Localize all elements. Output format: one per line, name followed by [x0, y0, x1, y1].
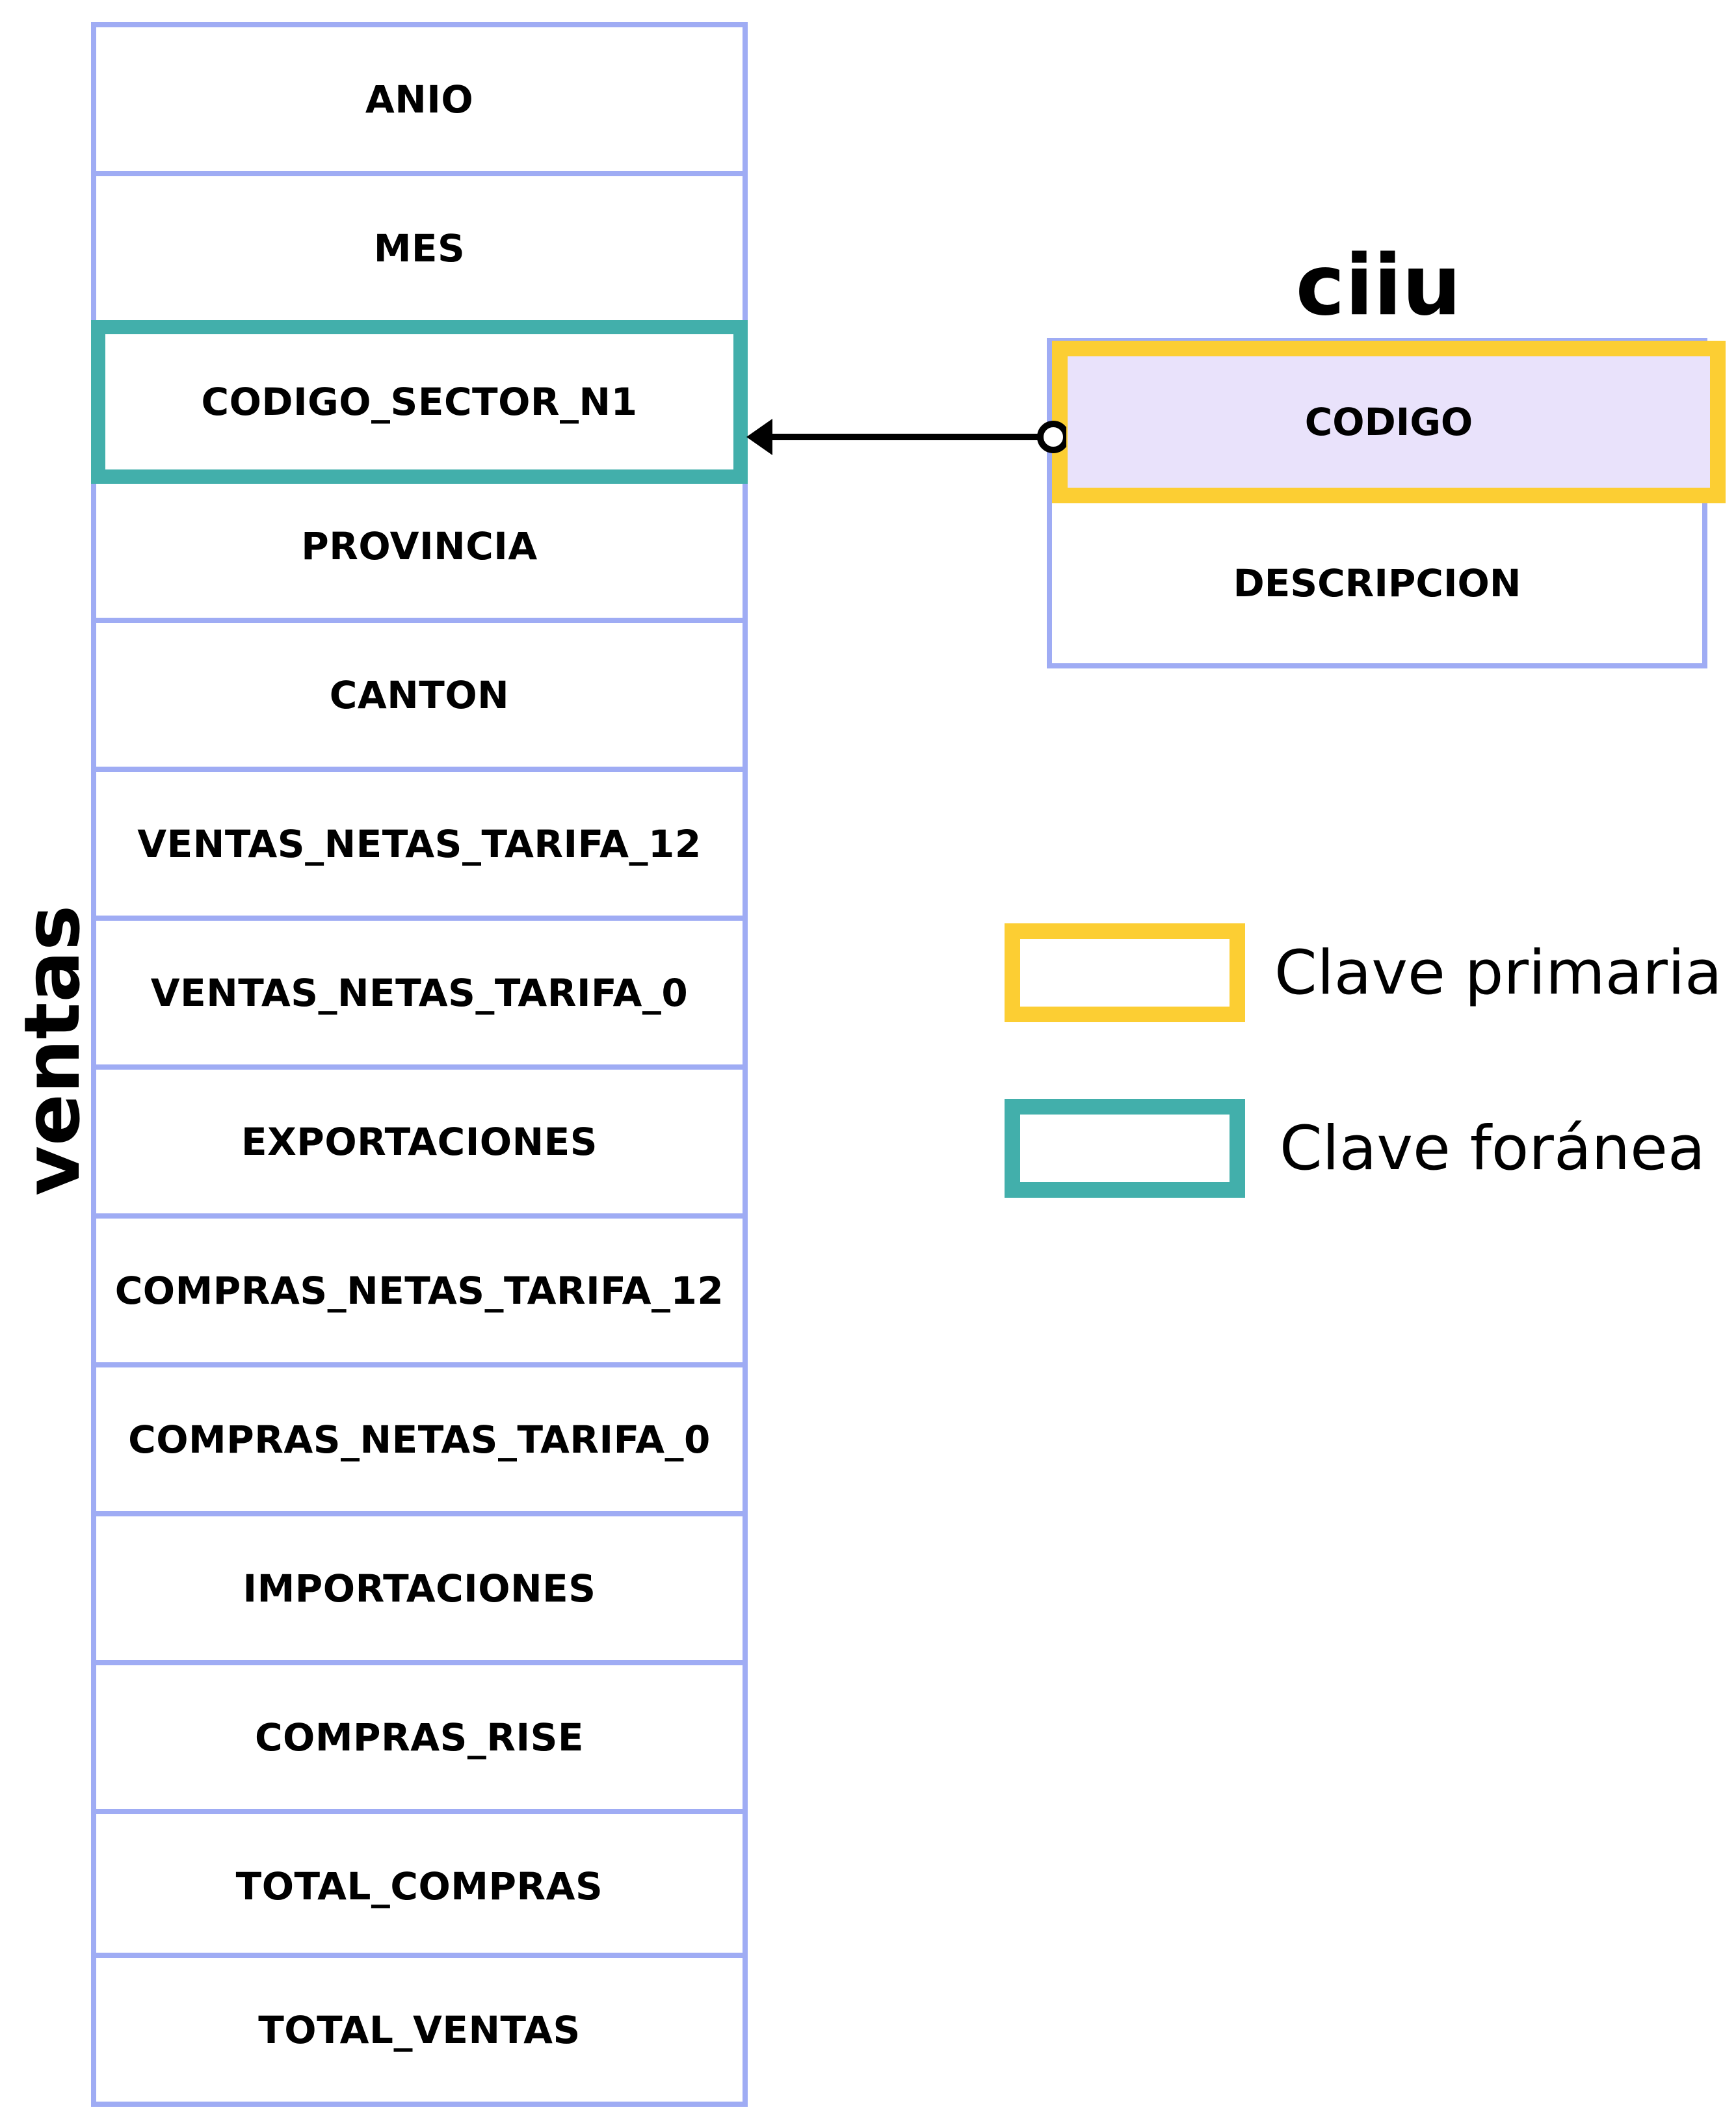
legend-primary-key-swatch — [1005, 923, 1245, 1022]
legend-primary-key-label: Clave primaria — [1274, 938, 1722, 1009]
legend-foreign-key-label: Clave foránea — [1280, 1113, 1705, 1184]
ventas-field-ventas-netas-tarifa-0: VENTAS_NETAS_TARIFA_0 — [96, 916, 743, 1064]
ventas-field-canton: CANTON — [96, 618, 743, 767]
ventas-field-total-compras: TOTAL_COMPRAS — [96, 1809, 743, 1958]
ventas-field-compras-rise: COMPRAS_RISE — [96, 1660, 743, 1809]
ciiu-field-descripcion: DESCRIPCION — [1233, 561, 1521, 605]
ventas-field-compras-netas-tarifa-12: COMPRAS_NETAS_TARIFA_12 — [96, 1213, 743, 1362]
ventas-field-ventas-netas-tarifa-12: VENTAS_NETAS_TARIFA_12 — [96, 767, 743, 916]
ciiu-field-codigo-primary-key: CODIGO — [1052, 341, 1726, 503]
legend-foreign-key-swatch — [1005, 1099, 1245, 1198]
ventas-field-compras-netas-tarifa-0: COMPRAS_NETAS_TARIFA_0 — [96, 1362, 743, 1511]
ciiu-table-title: ciiu — [1295, 237, 1462, 334]
connector-origin-circle-icon — [1037, 421, 1066, 453]
ventas-field-mes: MES — [96, 171, 743, 320]
arrowhead-icon — [746, 419, 772, 455]
ciiu-table: CODIGO DESCRIPCION — [1047, 338, 1726, 668]
ventas-field-codigo-sector-n1-foreign-key: CODIGO_SECTOR_N1 — [91, 320, 748, 484]
ventas-field-anio: ANIO — [96, 22, 743, 171]
ventas-table: ANIO MES CODIGO_SECTOR_N1 PROVINCIA CANT… — [91, 22, 748, 2107]
ventas-field-exportaciones: EXPORTACIONES — [96, 1064, 743, 1213]
ventas-field-importaciones: IMPORTACIONES — [96, 1511, 743, 1660]
relationship-connector — [746, 419, 1066, 455]
ventas-table-title: ventas — [7, 904, 97, 1196]
ventas-field-total-ventas: TOTAL_VENTAS — [96, 1953, 743, 2107]
ventas-field-provincia: PROVINCIA — [96, 469, 743, 618]
